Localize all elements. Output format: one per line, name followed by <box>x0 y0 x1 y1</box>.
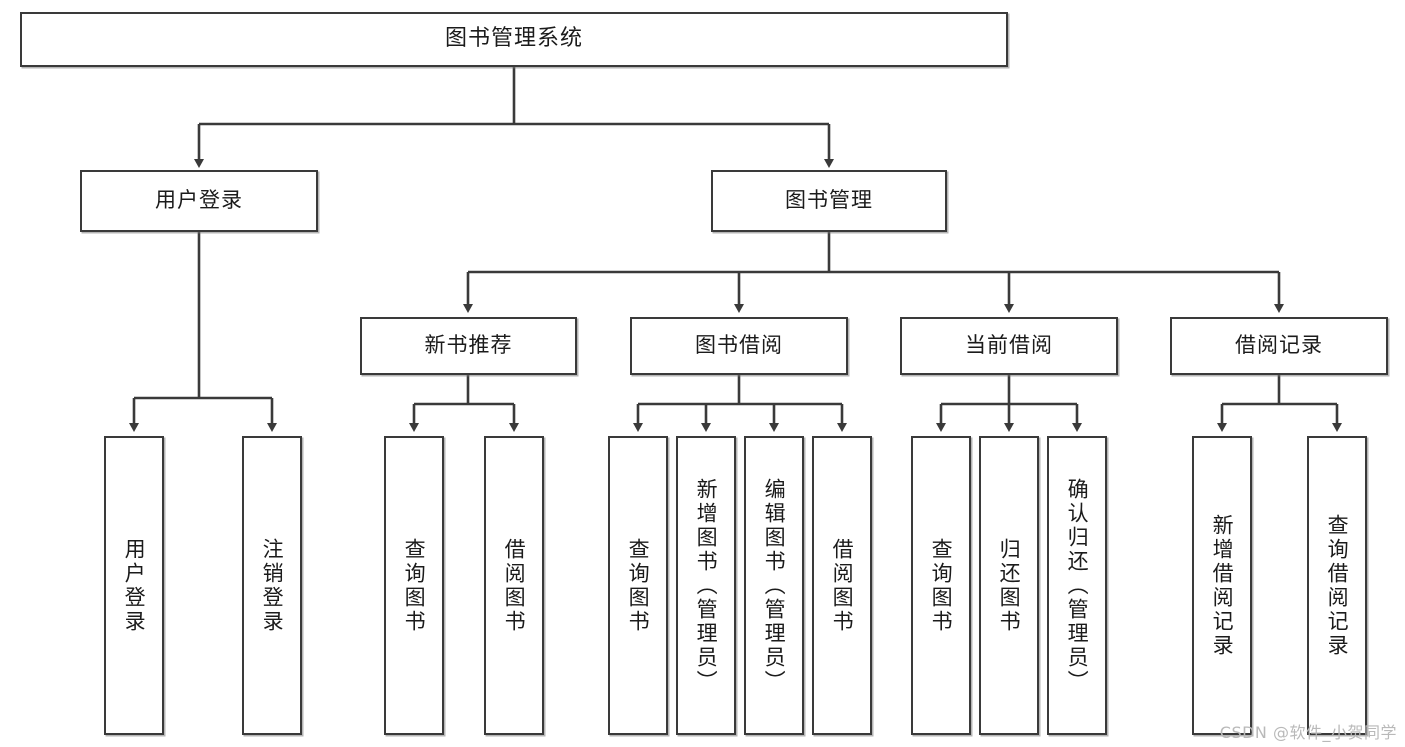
leaf-confirm-return-admin[interactable]: 确认归还（管理员） <box>1047 436 1107 735</box>
leaf-query-books-borrow[interactable]: 查询图书 <box>608 436 668 735</box>
leaf-edit-book-admin[interactable]: 编辑图书（管理员） <box>744 436 804 735</box>
node-borrow-records[interactable]: 借阅记录 <box>1170 317 1388 375</box>
leaf-add-borrow-record[interactable]: 新增借阅记录 <box>1192 436 1252 735</box>
node-root-system[interactable]: 图书管理系统 <box>20 12 1008 67</box>
leaf-add-book-admin[interactable]: 新增图书（管理员） <box>676 436 736 735</box>
node-user-login[interactable]: 用户登录 <box>80 170 318 232</box>
leaf-query-books-recommend[interactable]: 查询图书 <box>384 436 444 735</box>
node-book-borrow[interactable]: 图书借阅 <box>630 317 848 375</box>
leaf-logout[interactable]: 注销登录 <box>242 436 302 735</box>
node-current-borrow[interactable]: 当前借阅 <box>900 317 1118 375</box>
node-book-management[interactable]: 图书管理 <box>711 170 947 232</box>
leaf-borrow-books[interactable]: 借阅图书 <box>812 436 872 735</box>
leaf-user-login[interactable]: 用户登录 <box>104 436 164 735</box>
leaf-query-books-current[interactable]: 查询图书 <box>911 436 971 735</box>
leaf-return-books[interactable]: 归还图书 <box>979 436 1039 735</box>
watermark-credit: CSDN @软件_小贺同学 <box>1219 723 1397 742</box>
leaf-query-borrow-record[interactable]: 查询借阅记录 <box>1307 436 1367 735</box>
node-new-book-recommend[interactable]: 新书推荐 <box>360 317 577 375</box>
leaf-borrow-books-recommend[interactable]: 借阅图书 <box>484 436 544 735</box>
